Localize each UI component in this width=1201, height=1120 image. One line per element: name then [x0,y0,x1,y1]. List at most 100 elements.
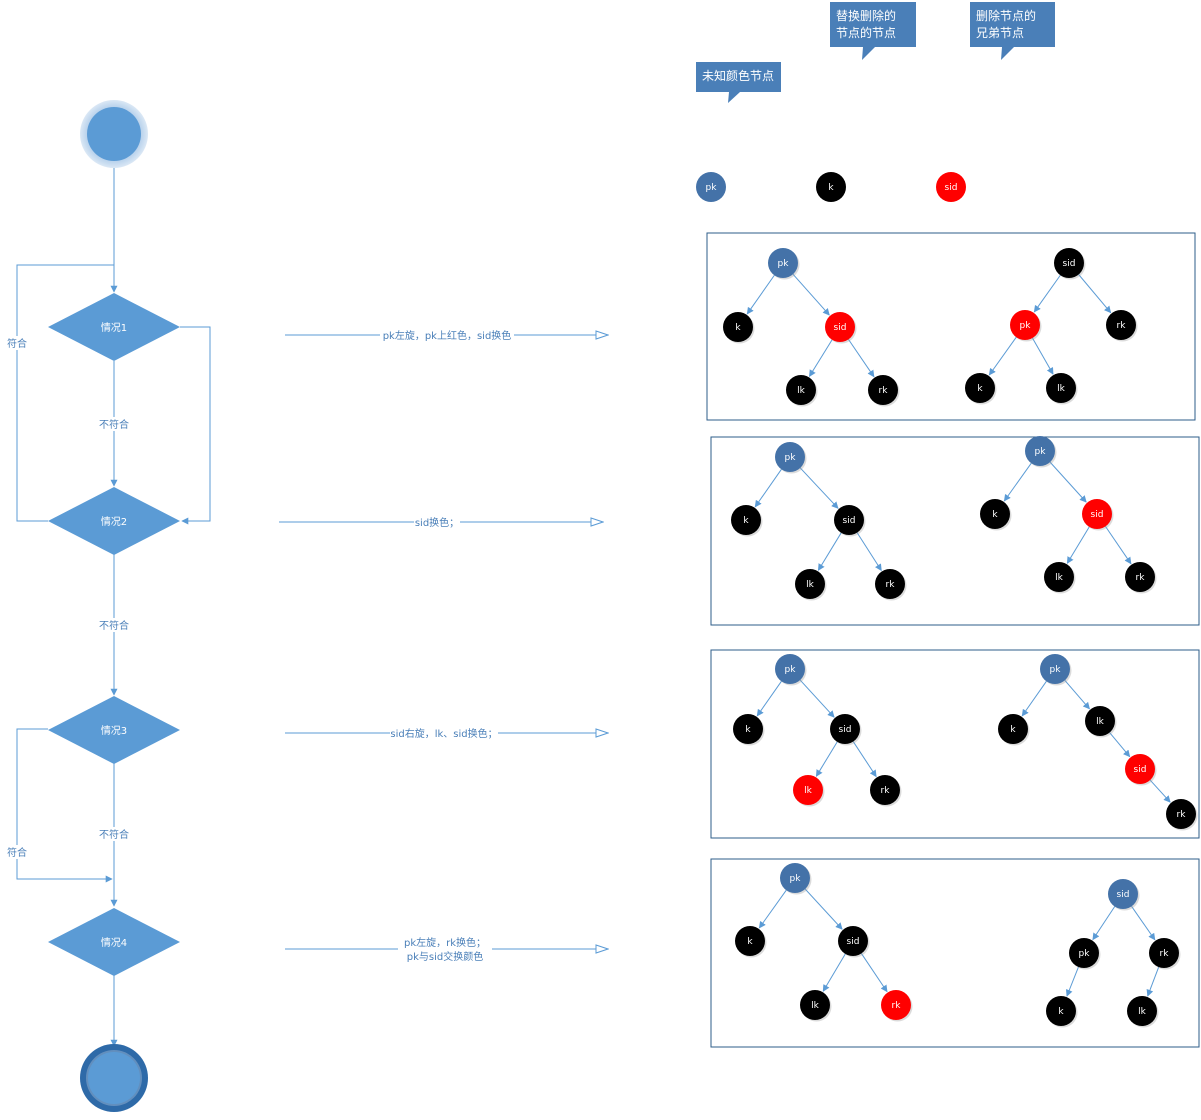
svg-text:k: k [828,183,834,193]
svg-text:lk: lk [804,786,813,796]
tree-node-sid: sid [1082,499,1114,531]
legend-sibling-text-2: 兄弟节点 [976,26,1024,40]
svg-text:pk: pk [778,259,790,269]
tree-edge-sid-rk [848,339,875,378]
tree-node-sid: sid [838,926,870,958]
tree-edge-sid-lk [808,339,833,377]
flowchart: 情况1 情况2 情况3 情况4 符合 不符合 不符合 不符合 符合 [4,100,211,1112]
legend-unknown-node: pk [696,172,726,202]
tree-node-lk: lk [1044,562,1076,594]
tree-node-pk: pk [775,654,807,686]
tree-node-sid: sid [825,312,857,344]
tree-edge-pk-k [988,336,1017,376]
svg-text:k: k [735,323,741,333]
tree-edge-pk-sid [799,679,835,718]
svg-text:pk: pk [1035,447,1047,457]
legend-replace-text-2: 节点的节点 [836,25,896,40]
flow-case2-loop-back [16,264,114,522]
svg-text:lk: lk [1096,717,1105,727]
tree-node-k: k [980,499,1012,531]
legend-unknown-callout: 未知颜色节点 [696,62,781,103]
svg-text:k: k [745,725,751,735]
action-label-4b: pk与sid交换颜色 [407,950,483,963]
tree-edge-pk-sid [792,273,830,316]
tree-edge-lk-sid [1109,732,1131,758]
case1-nomatch-label: 不符合 [99,418,129,431]
tree-node-lk: lk [1127,996,1159,1028]
svg-text:pk: pk [790,874,802,884]
svg-text:pk: pk [1020,321,1032,331]
tree-node-sid: sid [1125,754,1157,786]
svg-text:rk: rk [1117,321,1127,331]
action-arrows: pk左旋，pk上红色，sid换色 sid换色； sid右旋，lk、sid换色； … [279,328,608,963]
tree-edge-pk-k [754,469,782,508]
tree-node-lk: lk [1085,706,1117,738]
svg-text:pk: pk [785,665,797,675]
case2-decision[interactable]: 情况2 [48,487,180,555]
svg-text:k: k [992,510,998,520]
legend: 未知颜色节点 替换删除的 节点的节点 删除节点的 兄弟节点 pk k sid [696,2,1055,202]
case3-nomatch-label: 不符合 [99,828,129,841]
tree-edge-sid-rk [852,741,877,778]
tree-node-lk: lk [786,375,818,407]
svg-text:sid: sid [834,323,847,333]
legend-sibling-text-1: 删除节点的 [976,8,1036,23]
svg-text:lk: lk [797,386,806,396]
svg-text:rk: rk [892,1001,902,1011]
svg-text:lk: lk [1055,573,1064,583]
tree-edge-sid-pk [1092,906,1116,941]
svg-text:sid: sid [945,183,958,193]
tree-node-sid: sid [830,714,862,746]
svg-text:sid: sid [847,937,860,947]
case3-decision[interactable]: 情况3 [48,696,180,764]
tree-edge-pk-k [1065,966,1079,997]
tree-edge-pk-lk [1064,680,1090,710]
tree-edge-pk-k [758,889,787,929]
tree-edge-sid-lk [817,532,842,571]
legend-red-node: sid [936,172,966,202]
legend-replace-callout: 替换删除的 节点的节点 [830,2,916,60]
tree-node-rk: rk [875,569,907,601]
tree-node-rk: rk [1125,562,1157,594]
svg-text:lk: lk [1057,384,1066,394]
tree-node-k: k [733,714,765,746]
legend-sibling-callout: 删除节点的 兄弟节点 [970,2,1055,60]
svg-text:lk: lk [811,1001,820,1011]
svg-text:rk: rk [1177,810,1187,820]
tree-node-k: k [1046,996,1078,1028]
svg-text:pk: pk [1050,665,1062,675]
svg-text:lk: lk [806,580,815,590]
svg-text:rk: rk [879,386,889,396]
case4-tree-box [710,858,1200,1048]
legend-replace-text-1: 替换删除的 [836,8,896,23]
case3-tree-after: pk k lk sid rk [998,654,1198,831]
case1-tree-box [706,232,1196,421]
case4-decision[interactable]: 情况4 [48,908,180,976]
tree-node-lk: lk [793,775,825,807]
case1-decision[interactable]: 情况1 [48,293,180,361]
tree-node-rk: rk [881,990,913,1022]
tree-node-pk: pk [1025,436,1057,468]
tree-edge-sid-lk [822,953,846,992]
tree-node-sid: sid [1054,248,1086,280]
svg-text:sid: sid [1091,510,1104,520]
tree-node-rk: rk [1106,310,1138,342]
action-label-2: sid换色； [415,516,459,529]
legend-black-node: k [816,172,846,202]
svg-text:k: k [1058,1007,1064,1017]
tree-edge-rk-lk [1146,966,1160,997]
flow-case1-match [180,326,211,525]
tree-node-rk: rk [1149,938,1181,970]
svg-text:rk: rk [881,786,891,796]
svg-text:rk: rk [1136,573,1146,583]
tree-edge-sid-rk [1131,906,1156,941]
start-node [80,100,148,168]
svg-text:k: k [1010,725,1016,735]
tree-node-pk: pk [1010,310,1042,342]
tree-layer: pk k sid lk rk sid pk rk k lk pk k sid lk rk pk k sid lk rk… [723,248,1198,1028]
action-label-1: pk左旋，pk上红色，sid换色 [383,329,512,342]
case3-tree-before: pk k sid lk rk [733,654,902,807]
svg-text:rk: rk [886,580,896,590]
